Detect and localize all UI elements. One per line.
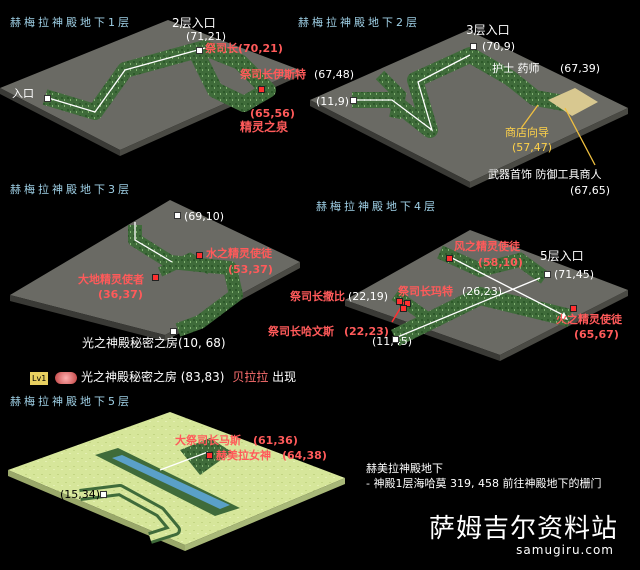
f4-exit5-label: 5层入口 <box>540 249 584 263</box>
f1-spring-coord: (65,56) <box>250 107 295 120</box>
f1-priest2-label: 祭司长伊斯特 <box>240 68 306 81</box>
f3-boss-name: 贝拉拉 <box>232 370 269 384</box>
f4-p1-marker <box>396 298 403 305</box>
f4-wind-marker <box>446 255 453 262</box>
f1-spring-label: 精灵之泉 <box>240 120 289 134</box>
f4-p3-coord: (22,23) <box>344 325 389 338</box>
f2-start-marker <box>350 97 357 104</box>
f3-top-coord: (69,10) <box>184 210 225 223</box>
f2-guide-label: 商店向导 <box>505 126 549 139</box>
f4-fire-marker <box>570 305 577 312</box>
floor-5-title: 赫梅拉神殿地下5层 <box>10 395 132 408</box>
floor-4-title: 赫梅拉神殿地下4层 <box>316 200 438 213</box>
f2-nurse-label: 护士 药师 <box>492 62 540 75</box>
f2-guide-coord: (57,47) <box>512 141 553 154</box>
f4-exit5-marker <box>544 271 551 278</box>
f3-water-label: 水之精灵使徒 <box>206 247 272 260</box>
f4-wind-label: 风之精灵使徒 <box>454 240 520 253</box>
f4-p2-coord: (26,23) <box>462 285 503 298</box>
merchant-pointer <box>564 107 596 166</box>
f4-p2-label: 祭司长玛特 <box>398 285 453 298</box>
f3-earth-coord: (36,37) <box>98 288 143 301</box>
f5-grand-label: 大祭司长马斯 <box>175 434 241 447</box>
f4-p1-label: 祭司长撒比 <box>290 290 345 303</box>
f3-secret-marker <box>170 328 177 335</box>
floor-2-map <box>310 30 628 188</box>
floor-1-title: 赫梅拉神殿地下1层 <box>10 16 132 29</box>
f4-p1-coord: (22,19) <box>348 290 389 303</box>
f2-start-coord: (11,9) <box>316 95 350 108</box>
floor-3-map <box>10 200 300 341</box>
f3-earth-marker <box>152 274 159 281</box>
guide-pointer <box>521 104 539 128</box>
f1-spring-marker <box>258 86 265 93</box>
f1-exit2-coord: (71,21) <box>186 30 227 43</box>
f3-water-coord: (53,37) <box>228 263 273 276</box>
f4-p2-marker <box>404 300 411 307</box>
f3-appear-label: 出现 <box>272 370 297 384</box>
f1-entrance-marker <box>44 95 51 102</box>
f1-exit2-label: 2层入口 <box>172 16 216 30</box>
f5-goddess-coord: (64,38) <box>282 449 327 462</box>
level-badge: Lv1 <box>30 372 49 385</box>
site-brand: 萨姆吉尔资料站 <box>428 514 618 544</box>
f3-top-marker <box>174 212 181 219</box>
f2-nurse-coord: (67,39) <box>560 62 601 75</box>
floor-1-map <box>0 20 300 156</box>
f3-secret1-label: 光之神殿秘密之房(10, 68) <box>82 336 226 350</box>
f4-fire-coord: (65,67) <box>574 328 619 341</box>
f2-exit3-label: 3层入口 <box>466 23 510 37</box>
f2-exit3-coord: (70,9) <box>482 40 516 53</box>
f4-exit5-coord: (71,45) <box>554 268 595 281</box>
note-detail: - 神殿1层海哈莫 319, 458 前往神殿地下的栅门 <box>366 477 602 490</box>
f2-merchant-coord: (67,65) <box>570 184 611 197</box>
note-title: 赫美拉神殿地下 <box>366 462 443 475</box>
f5-start-marker <box>100 491 107 498</box>
f5-goddess-marker <box>206 452 213 459</box>
f1-priest-marker <box>196 47 203 54</box>
monster-icon <box>55 371 78 384</box>
floor-3-title: 赫梅拉神殿地下3层 <box>10 183 132 196</box>
f4-p3-label: 祭司长哈文斯 <box>268 325 334 338</box>
f4-start-marker <box>392 336 399 343</box>
f1-priest2-coord: (67,48) <box>314 68 355 81</box>
f4-wind-coord: (58,10) <box>478 256 523 269</box>
f3-earth-label: 大地精灵使者 <box>78 273 144 286</box>
f3-secret2-label: 光之神殿秘密之房 (83,83) <box>80 370 225 384</box>
f3-water-marker <box>196 252 203 259</box>
f1-priest-label: 祭司长(70,21) <box>205 42 283 55</box>
floor-2-title: 赫梅拉神殿地下2层 <box>298 16 420 29</box>
floor-5-map <box>8 412 345 551</box>
f2-merchant-label: 武器首饰 防御工具商人 <box>488 168 602 181</box>
floor-4-map <box>345 230 628 361</box>
f2-exit3-marker <box>470 43 477 50</box>
f5-start-coord: (15,34) <box>60 488 101 501</box>
f4-fire-label: 火之精灵使徒 <box>556 313 622 326</box>
site-url[interactable]: samugiru.com <box>516 543 614 557</box>
f5-goddess-label: 赫美拉女神 <box>216 449 271 462</box>
f3-secret2-row: Lv1 光之神殿秘密之房 (83,83) 贝拉拉 出现 <box>30 371 296 385</box>
f4-p3-marker <box>400 305 407 312</box>
f1-entrance-label: 入口 <box>12 87 34 100</box>
f5-grand-coord: (61,36) <box>253 434 298 447</box>
